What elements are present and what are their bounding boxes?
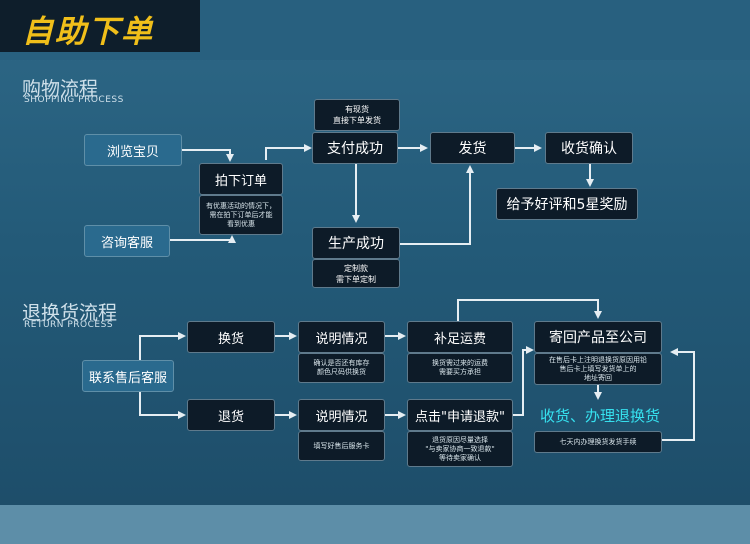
arrow-browse-to-order (182, 149, 234, 162)
arrow-contact-to-exchange (139, 332, 186, 360)
arrow-consult-to-order (170, 235, 236, 243)
page-title: 自助下单 (22, 14, 154, 50)
step-exchange: 换货 (187, 321, 275, 353)
step-explain-exchange: 说明情况 (298, 321, 385, 353)
step-place-order: 拍下订单 (199, 163, 283, 195)
step-shipping-fee: 补足运费 (407, 321, 513, 353)
step-apply-refund: 点击"申请退款" (407, 399, 513, 431)
step-ship: 发货 (430, 132, 515, 164)
step-paid: 支付成功 (312, 132, 398, 164)
note-handle-return: 七天内办理换货发货手续 (534, 431, 662, 453)
step-review: 给予好评和5星奖励 (496, 188, 638, 220)
shopping-section-subtitle: SHOPPING PROCESS (24, 95, 124, 105)
step-refund: 退货 (187, 399, 275, 431)
note-apply-refund: 退货原因尽量选择 "与卖家协商一致退款" 等待卖家确认 (407, 431, 513, 467)
arrow-produced-to-ship (400, 165, 474, 245)
step-contact-service: 联系售后客服 (82, 360, 174, 392)
step-receive: 收货确认 (545, 132, 633, 164)
arrow-fee-to-sendback (457, 299, 602, 321)
note-explain-refund: 填写好售后服务卡 (298, 431, 385, 461)
shopping-section-title: 购物流程 (22, 78, 99, 100)
note-place-order: 有优惠活动的情况下， 需在拍下订单后才能 看到优惠 (199, 195, 283, 235)
step-produced: 生产成功 (312, 227, 400, 259)
step-handle-return: 收货、办理退换货 (540, 407, 661, 425)
note-send-back: 在售后卡上注明退换货原因用铅 售后卡上填写发货单上的 地址寄回 (534, 353, 662, 385)
footer-band (0, 505, 750, 544)
arrow-handle-loop (662, 348, 695, 441)
return-section-subtitle: RETURN PROCESS (24, 320, 114, 330)
note-shipping-fee: 换货需过来的运费 需要买方承担 (407, 353, 513, 383)
step-explain-refund: 说明情况 (298, 399, 385, 431)
note-in-stock: 有现货 直接下单发货 (314, 99, 400, 131)
step-send-back: 寄回产品至公司 (534, 321, 662, 353)
arrow-apply-to-sendback (513, 346, 534, 416)
note-custom: 定制款 需下单定制 (312, 259, 400, 288)
return-section-title: 退换货流程 (22, 302, 118, 324)
arrow-order-to-paid (265, 144, 312, 160)
arrow-contact-to-refund (139, 392, 186, 419)
step-browse: 浏览宝贝 (84, 134, 182, 166)
title-plate: 自助下单 (0, 0, 200, 52)
note-explain-exchange: 确认是否还有库存 颜色尺码供换货 (298, 353, 385, 383)
step-consult: 咨询客服 (84, 225, 170, 257)
